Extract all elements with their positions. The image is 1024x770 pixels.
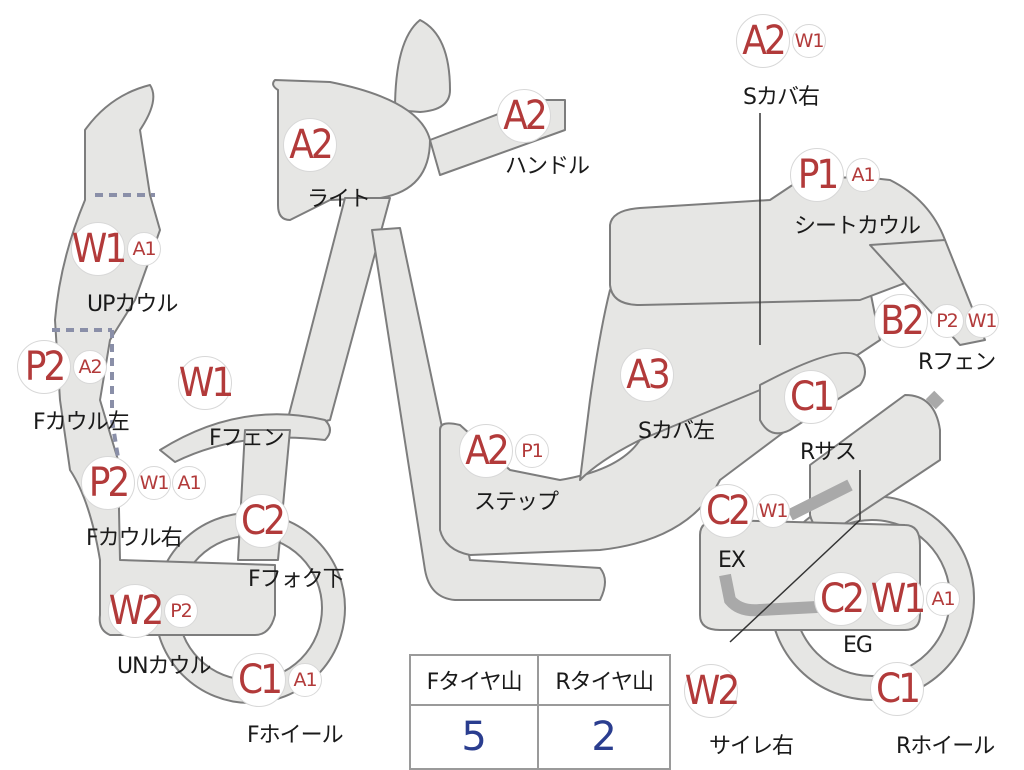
- up-cowl-label: UPカウル: [87, 292, 178, 317]
- code-badge-small: A1: [127, 232, 161, 266]
- mirror: [394, 19, 451, 113]
- code-badge: B2: [874, 294, 928, 348]
- code-badge-small: A1: [288, 663, 322, 697]
- code-badge: A2: [736, 14, 790, 68]
- f-cowl-right-badges: P2 W1 A1: [81, 456, 207, 510]
- r-wheel-badges: C1: [870, 662, 926, 716]
- table-row: 5 2: [408, 704, 671, 770]
- r-wheel-label: Rホイール: [896, 734, 995, 759]
- f-cowl-right-label: Fカウル右: [86, 526, 183, 551]
- s-cover-right-label: Sカバ右: [743, 85, 820, 110]
- light-label: ライト: [307, 187, 371, 212]
- code-badge-small: P2: [164, 594, 198, 628]
- code-badge: W1: [178, 356, 234, 410]
- rear-tyre-tread-value: 2: [537, 704, 671, 770]
- code-badge: W1: [870, 572, 926, 626]
- code-badge: C2: [814, 572, 868, 626]
- seat-cowl-badges: P1 A1: [790, 148, 881, 202]
- engine-label: EG: [843, 633, 873, 658]
- r-suspension-label: Rサス: [800, 440, 857, 465]
- engine-badges: C2 W1 A1: [814, 572, 961, 626]
- code-badge-small: A1: [172, 466, 206, 500]
- code-badge: C2: [700, 484, 754, 538]
- code-badge: W2: [684, 664, 740, 718]
- code-badge: W2: [108, 584, 164, 638]
- steering-column: [284, 197, 391, 431]
- table-header-cell: Rタイヤ山: [537, 654, 671, 706]
- light-badges: A2: [283, 118, 339, 172]
- code-badge: P1: [790, 148, 844, 202]
- code-badge: C1: [232, 653, 286, 707]
- code-badge: A2: [497, 89, 551, 143]
- f-fork-lower-label: Fフォク下: [248, 567, 345, 592]
- code-badge-small: A1: [846, 158, 880, 192]
- code-badge: A2: [459, 424, 513, 478]
- seat: [609, 176, 946, 306]
- table-header-cell: Fタイヤ山: [408, 654, 540, 706]
- up-cowl-badges: W1 A1: [71, 222, 162, 276]
- muffler-tip: [925, 390, 945, 410]
- muffler-right-leader: [729, 519, 861, 643]
- r-fender-badges: B2 P2 W1: [874, 294, 1000, 348]
- f-cowl-left-label: Fカウル左: [33, 410, 130, 435]
- code-badge-small: W1: [756, 494, 790, 528]
- f-fender-badges: W1: [178, 356, 234, 410]
- code-badge-small: A1: [926, 582, 960, 616]
- step-floor: [439, 379, 801, 556]
- f-wheel-badges: C1 A1: [232, 653, 323, 707]
- exhaust-badges: C2 W1: [700, 484, 791, 538]
- r-suspension-badges: C1: [784, 370, 840, 424]
- table-header-row: Fタイヤ山 Rタイヤ山: [408, 654, 671, 706]
- step-label: ステップ: [474, 490, 559, 515]
- headlight-body: [272, 79, 431, 221]
- f-wheel-label: Fホイール: [247, 723, 344, 748]
- f-fork-lower-badges: C2: [235, 494, 291, 548]
- code-badge-small: A2: [73, 350, 107, 384]
- tyre-tread-table: Fタイヤ山 Rタイヤ山 5 2: [408, 654, 671, 770]
- muffler-right-label: サイレ右: [709, 734, 794, 759]
- exhaust-pipe: [719, 573, 856, 617]
- handle-badges: A2: [497, 89, 553, 143]
- code-badge: P2: [81, 456, 135, 510]
- code-badge-small: W1: [965, 304, 999, 338]
- frame-tube: [371, 227, 606, 601]
- code-badge-small: P1: [515, 434, 549, 468]
- side-cover: [579, 289, 881, 481]
- code-badge: P2: [17, 340, 71, 394]
- s-cover-left-badges: A3: [620, 348, 676, 402]
- muffler-right-badges: W2: [684, 664, 740, 718]
- f-cowl-left-badges: P2 A2: [17, 340, 108, 394]
- s-cover-left-label: Sカバ左: [638, 419, 715, 444]
- f-fender-label: Fフェン: [209, 426, 285, 451]
- exhaust-pipe-upper: [787, 479, 853, 521]
- un-cowl-badges: W2 P2: [108, 584, 199, 638]
- front-tyre-tread-value: 5: [408, 704, 540, 770]
- step-badges: A2 P1: [459, 424, 550, 478]
- handle-label: ハンドル: [505, 154, 590, 179]
- code-badge: C1: [870, 662, 924, 716]
- un-cowl-label: UNカウル: [117, 654, 212, 679]
- code-badge: A3: [620, 348, 674, 402]
- seat-cowl-label: シートカウル: [794, 214, 921, 239]
- exhaust-label: EX: [718, 548, 746, 573]
- r-fender-label: Rフェン: [918, 350, 996, 375]
- code-badge: W1: [71, 222, 127, 276]
- code-badge: C2: [235, 494, 289, 548]
- code-badge-small: W1: [792, 24, 826, 58]
- code-badge: C1: [784, 370, 838, 424]
- code-badge-small: W1: [137, 466, 171, 500]
- code-badge-small: P2: [930, 304, 964, 338]
- code-badge: A2: [283, 118, 337, 172]
- s-cover-right-badges: A2 W1: [736, 14, 827, 68]
